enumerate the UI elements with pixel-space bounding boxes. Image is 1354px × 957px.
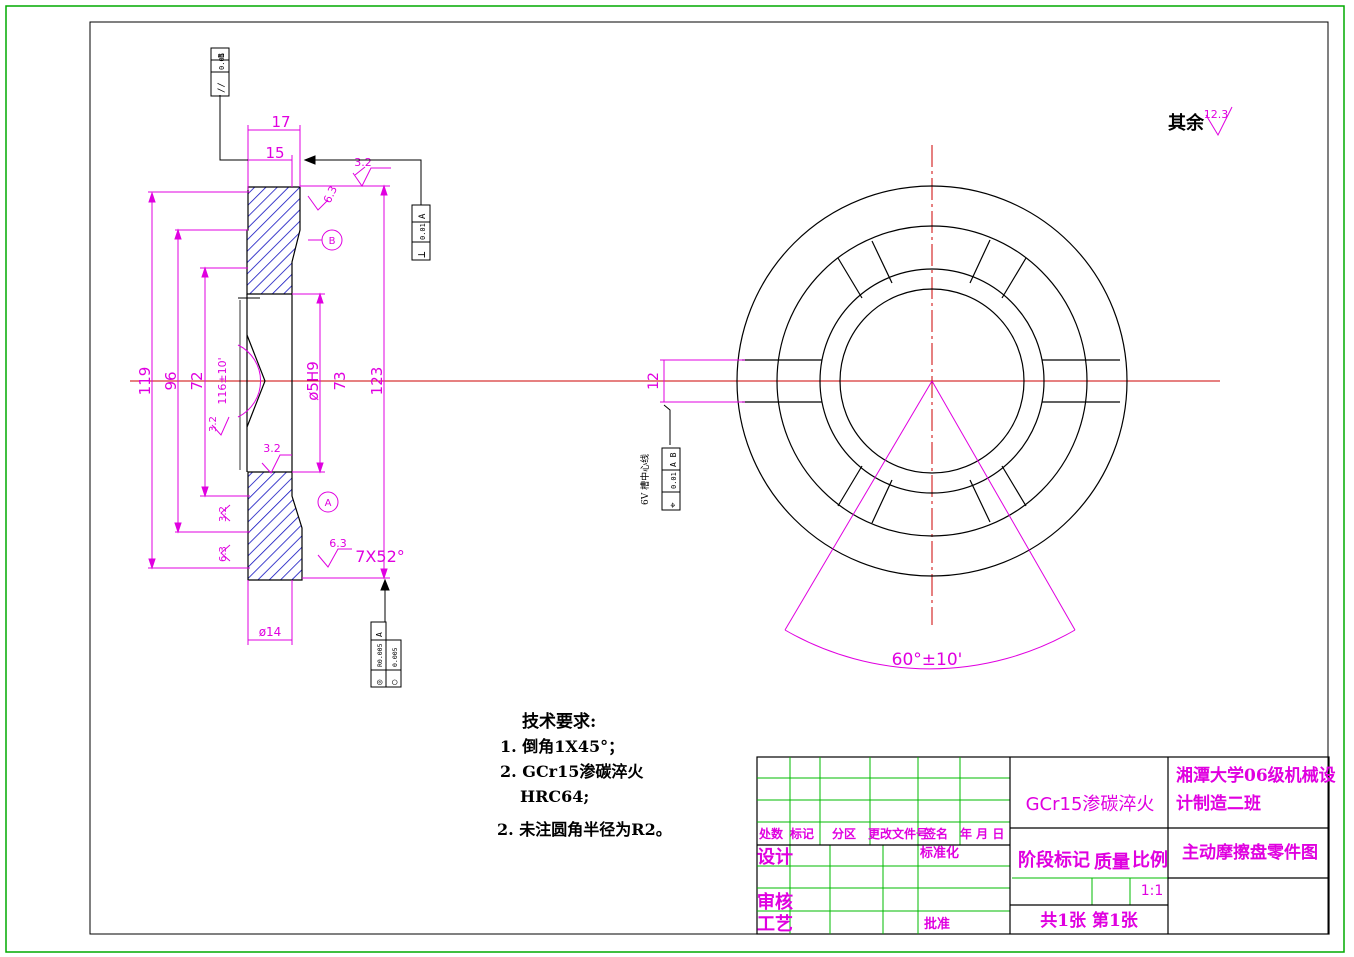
upper-hatched-section	[246, 186, 301, 295]
label-design: 设计	[757, 846, 793, 868]
header-sign: 签名	[923, 826, 948, 841]
svg-text:A: A	[418, 213, 428, 219]
svg-text:A: A	[375, 632, 384, 637]
scale-value: 1:1	[1141, 883, 1164, 899]
header-count: 处数	[758, 826, 784, 841]
header-mark: 标记	[789, 826, 814, 841]
header-date: 年 月 日	[960, 826, 1004, 841]
lower-hatched-section	[247, 471, 303, 581]
label-sheets: 共1张 第1张	[1040, 910, 1139, 931]
dim-116-angle: 116±10'	[216, 357, 229, 404]
svg-text:6V 槽中心线: 6V 槽中心线	[639, 454, 651, 505]
tolerance-frame-position: A B 0.01 ⌖ 6V 槽中心线	[639, 447, 681, 511]
svg-text:R0.005: R0.005	[376, 643, 384, 667]
title-block: GCr15渗碳淬火 湘潭大学06级机械设 计制造二班 主动摩擦盘零件图 处数 标…	[756, 756, 1336, 935]
roughness-3: 3.2	[263, 442, 281, 455]
drawing-name: 主动摩擦盘零件图	[1182, 842, 1318, 863]
tech-heading: 技术要求:	[522, 711, 596, 732]
tech-item-2: 2. GCr15渗碳淬火	[500, 762, 644, 781]
label-review: 审核	[757, 891, 793, 913]
roughness-4: 3.2	[208, 416, 219, 432]
dim-14: ø14	[259, 625, 282, 639]
svg-text:⌖: ⌖	[668, 502, 679, 508]
dim-bore: ø5H9	[304, 361, 322, 401]
dim-60-angle: 60°±10'	[892, 650, 963, 670]
dim-15: 15	[265, 144, 284, 162]
tech-item-4: 2. 未注圆角半径为R2。	[497, 820, 672, 839]
svg-text:◎: ◎	[375, 679, 385, 685]
tolerance-frame-parallel: // 0.01 B	[210, 47, 230, 97]
tech-item-1: 1. 倒角1X45°；	[500, 737, 624, 756]
label-scale: 比例	[1132, 849, 1168, 871]
section-view: 17 15 119 96 72 116±10' ø5H9 73 123 ø14 …	[130, 95, 1220, 645]
label-approve: 批准	[924, 916, 950, 932]
material-text: GCr15渗碳淬火	[1026, 794, 1155, 815]
svg-text:0.01: 0.01	[218, 53, 226, 70]
roughness-7: 6.3	[329, 537, 347, 550]
label-mass: 质量	[1094, 851, 1130, 873]
dim-123: 123	[368, 367, 386, 396]
tolerance-frame-runout: A R0.005 ◎ 0.005 ○	[370, 621, 402, 688]
label-process: 工艺	[757, 913, 793, 935]
roughness-1: 3.2	[354, 156, 372, 169]
tech-item-3: HRC64;	[520, 787, 589, 806]
inner-border	[89, 21, 1329, 935]
dim-teeth: 7X52°	[355, 547, 405, 566]
svg-text:A B: A B	[669, 452, 678, 467]
label-standard: 标准化	[919, 845, 959, 861]
front-view: 12 60°±10'	[646, 145, 1128, 670]
dim-119: 119	[136, 367, 154, 396]
outer-border	[5, 5, 1345, 953]
technical-requirements: 技术要求: 1. 倒角1X45°； 2. GCr15渗碳淬火 HRC64; 2.…	[497, 711, 672, 839]
roughness-5: 3.2	[218, 506, 229, 522]
datum-a-label: A	[325, 498, 332, 509]
svg-text://: //	[217, 82, 227, 93]
svg-text:0.01: 0.01	[670, 472, 678, 489]
svg-text:0.01: 0.01	[419, 223, 427, 240]
svg-text:○: ○	[390, 679, 400, 685]
roughness-note-label: 其余	[1168, 112, 1205, 134]
header-zone: 分区	[832, 826, 856, 841]
dim-12: 12	[646, 372, 662, 390]
tolerance-frame-perpendicular: A 0.01 ⊥	[411, 204, 431, 261]
school-line-2: 计制造二班	[1176, 793, 1261, 814]
roughness-6: 6.3	[218, 546, 229, 562]
label-stage-mark: 阶段标记	[1018, 849, 1090, 871]
school-line-1: 湘潭大学06级机械设	[1176, 765, 1336, 786]
svg-text:⊥: ⊥	[415, 251, 428, 258]
dim-17: 17	[271, 113, 290, 131]
header-change-doc: 更改文件号	[868, 826, 928, 841]
dim-73: 73	[331, 371, 349, 390]
dim-72: 72	[188, 371, 206, 390]
svg-text:0.005: 0.005	[391, 647, 399, 667]
roughness-2: 6.3	[321, 184, 340, 205]
dim-96: 96	[162, 371, 180, 390]
roughness-note-value: 12.3	[1204, 108, 1229, 121]
datum-b-label: B	[329, 236, 336, 247]
svg-text:B: B	[217, 53, 226, 58]
